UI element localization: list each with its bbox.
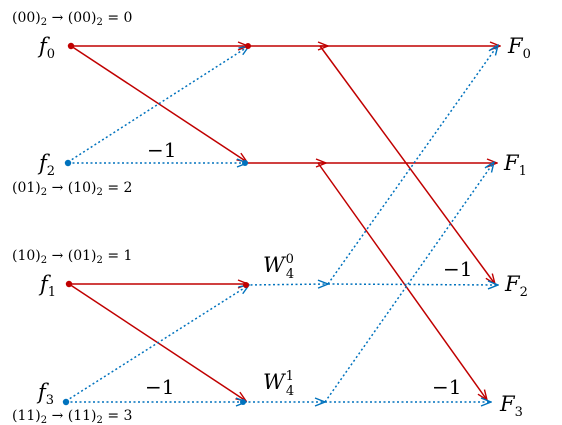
bit-reversal-0: (00)2 → (00)2 = 0 [12,10,132,28]
stage1-edges [65,45,249,402]
edge-f0-cross [70,45,247,162]
minus-one-stage2-bottom: −1 [432,375,461,399]
edge-to-F2-cross [319,45,495,284]
input-label-f2: f2 [37,151,55,179]
bit-reversal-2: (10)2 → (01)2 = 1 [12,248,132,266]
node-mid-0 [245,43,251,49]
edge-to-F0-cross [327,45,498,285]
minus-one-stage1-top: −1 [147,138,176,162]
node-mid-2 [243,282,249,288]
output-labels: F0 F1 F2 F3 [499,34,531,420]
node-mid-1 [242,160,248,166]
node-f1 [65,280,73,288]
bit-reversal-1: (01)2 → (10)2 = 2 [12,180,132,198]
minus-one-stage2-top: −1 [443,257,472,281]
minus-one-stage1-bottom: −1 [145,375,174,399]
middle-edges [244,46,328,402]
edge-to-F2-straight [327,284,498,285]
output-label-F3: F3 [499,392,523,420]
minus-one-labels: −1 −1 −1 −1 [145,138,472,399]
node-mid-3 [240,399,246,405]
stage2-edges [317,45,500,403]
output-label-F2: F2 [504,272,528,300]
edge-to-F3-cross [317,162,487,400]
input-label-f1: f1 [38,272,56,300]
node-f2 [64,159,72,167]
nodes [62,42,251,406]
edge-to-F1-cross [324,162,494,403]
bit-reversal-labels: (00)2 → (00)2 = 0 (01)2 → (10)2 = 2 (10)… [12,10,132,425]
node-f3 [62,398,70,406]
edge-f3-cross [65,285,249,402]
mid-edge-2 [245,284,328,285]
output-label-F0: F0 [507,34,531,62]
output-label-F1: F1 [503,151,527,179]
input-label-f3: f3 [36,380,54,408]
bit-reversal-3: (11)2 → (11)2 = 3 [12,408,132,425]
input-labels: f0 f2 f1 f3 [36,34,56,408]
input-label-f0: f0 [37,34,55,62]
node-f0 [67,42,75,50]
